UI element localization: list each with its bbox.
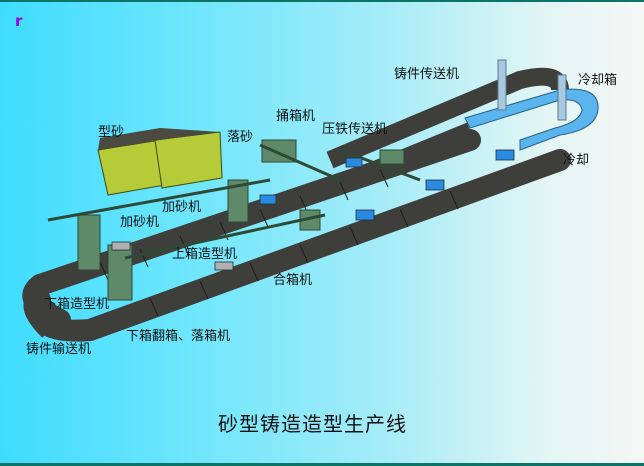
- label-drag-flip-machine: 下箱翻箱、落箱机: [126, 329, 231, 344]
- label-flask-pusher: 捅箱机: [276, 109, 316, 124]
- mold-flasks: [111, 149, 515, 271]
- label-casting-conveyor-bottom: 铸件输送机: [26, 342, 92, 357]
- label-weight-conveyor: 压铁传送机: [322, 122, 388, 137]
- belt-slats: [99, 168, 459, 317]
- label-cooling-box: 冷却箱: [578, 73, 618, 88]
- label-sand-adder-lower: 加砂机: [120, 215, 160, 230]
- diagram-title: 砂型铸造造型生产线: [218, 412, 407, 436]
- cooling-tunnel: [464, 59, 599, 151]
- machine-frames: [47, 139, 421, 301]
- top-border: [0, 0, 644, 2]
- label-drag-molding-machine: 下箱造型机: [44, 297, 110, 312]
- label-sand-adder-upper: 加砂机: [162, 200, 202, 215]
- label-cooling: 冷却: [563, 153, 590, 168]
- corner-marker: r: [15, 12, 23, 30]
- label-closing-machine: 合箱机: [273, 273, 313, 288]
- conveyor-bend: [23, 285, 58, 338]
- label-molding-sand: 型砂: [98, 125, 125, 140]
- label-casting-conveyor-top: 铸件传送机: [394, 67, 460, 82]
- label-cope-molding-machine: 上箱造型机: [172, 247, 238, 262]
- sand-hoppers: [97, 128, 223, 196]
- bottom-border: [0, 463, 644, 466]
- label-sand-drop: 落砂: [227, 130, 254, 145]
